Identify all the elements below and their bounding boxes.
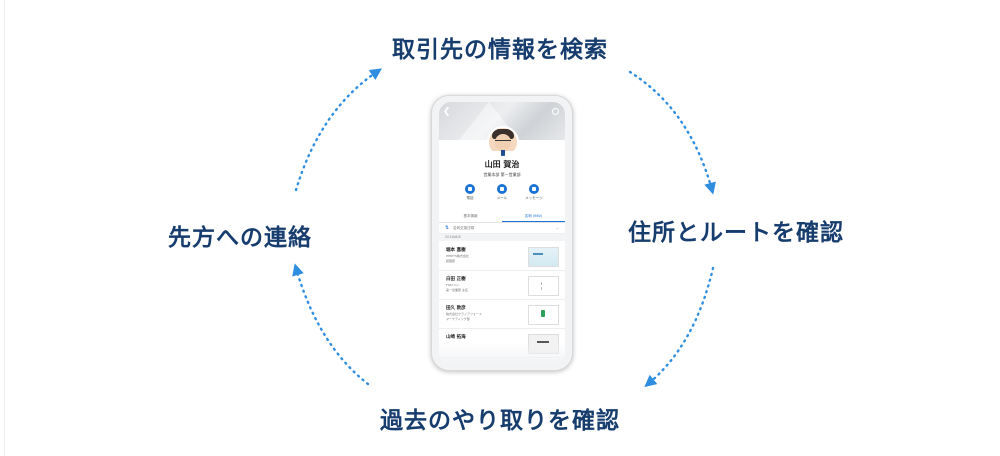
phone-mockup: ❮ 山田 賀治 営業本部 第一営業部 電話 メール メッセージ (431, 95, 573, 371)
divider (4, 0, 5, 456)
step-search-label: 取引先の情報を検索 (392, 37, 608, 63)
search-icon[interactable] (552, 108, 559, 115)
card-department: マーケティング部 (446, 317, 470, 321)
mail-button[interactable]: メール (487, 184, 517, 201)
card-name: 白田 正樹 (446, 277, 466, 282)
sort-filter[interactable]: ⇅ 名刺交換日順 ⌄ (439, 223, 565, 234)
mail-label: メール (496, 196, 508, 200)
arrow-top-to-right (628, 70, 716, 195)
card-thumbnail (528, 276, 559, 296)
sort-icon: ⇅ (445, 225, 450, 231)
step-route-label: 住所とルートを確認 (628, 220, 844, 246)
arrow-bottom-to-left (292, 263, 370, 386)
sort-label: 名刺交換日順 (453, 226, 474, 230)
step-history-label: 過去のやり取りを確認 (380, 408, 620, 434)
card-company: FLEX Inc. (446, 283, 460, 287)
contact-department: 営業本部 第一営業部 (483, 172, 521, 177)
phone-icon (465, 184, 475, 194)
card-company: 株式会社クライアフォース (446, 312, 482, 316)
avatar (487, 126, 519, 158)
message-icon (529, 184, 539, 194)
phone-screen: ❮ 山田 賀治 営業本部 第一営業部 電話 メール メッセージ (439, 102, 565, 364)
date-section-header: 2016/8/8 (439, 234, 565, 241)
message-button[interactable]: メッセージ (519, 184, 549, 201)
card-name: 堀本 喜樹 (446, 248, 466, 253)
card-thumbnail (528, 247, 559, 267)
chevron-down-icon: ⌄ (555, 225, 559, 230)
list-item[interactable]: 堀本 喜樹 HERITS株式会社 経理部 (439, 242, 565, 271)
step-contact-label: 先方への連絡 (168, 225, 312, 251)
arrow-right-to-bottom (644, 266, 715, 388)
date-header-text: 2016/8/8 (445, 235, 461, 239)
active-tab-indicator (502, 221, 565, 222)
card-thumbnail (528, 305, 559, 325)
card-department: 経理部 (446, 259, 456, 263)
tab-basic-info[interactable]: 基本情報 (463, 214, 478, 218)
back-arrow-icon[interactable]: ❮ (443, 107, 451, 117)
contact-name: 山田 賀治 (484, 160, 520, 169)
card-name: 山崎 拓海 (446, 335, 466, 340)
mail-icon (497, 184, 507, 194)
card-company: HERITS株式会社 (446, 254, 469, 258)
profile-tabs: 基本情報 名刺 (660) (439, 212, 565, 223)
tab-business-cards[interactable]: 名刺 (660) (524, 214, 543, 218)
list-item[interactable]: 白田 正樹 FLEX Inc. 第一営業部 主任 (439, 271, 565, 300)
list-item[interactable]: 田久 敦彦 株式会社クライアフォース マーケティング部 (439, 300, 565, 329)
card-name: 田久 敦彦 (446, 306, 466, 311)
call-button[interactable]: 電話 (455, 184, 485, 201)
card-department: 第一営業部 主任 (446, 288, 468, 292)
message-label: メッセージ (525, 196, 543, 200)
call-label: 電話 (466, 196, 474, 200)
arrow-left-to-top (294, 68, 382, 192)
